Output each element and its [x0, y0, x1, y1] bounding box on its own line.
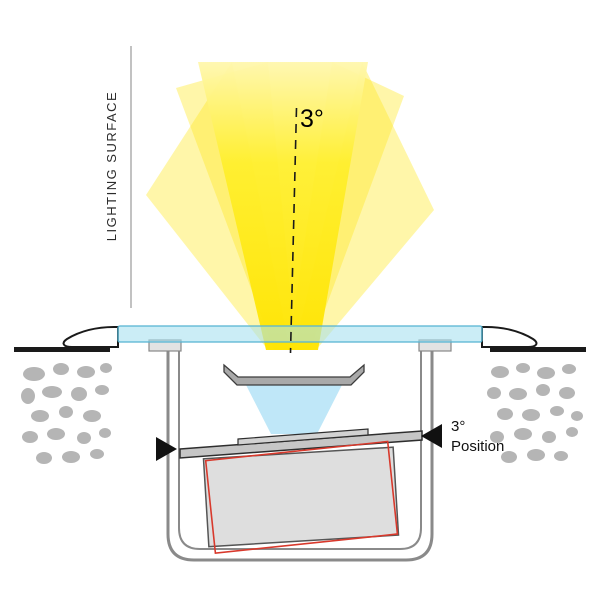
housing-outer-wall — [166, 346, 434, 562]
lamp-body — [202, 446, 400, 548]
ground-left — [14, 347, 110, 352]
position-label-line1: 3° — [451, 418, 465, 435]
dashed-aim-line — [289, 107, 298, 354]
beam-main-fan — [198, 62, 368, 350]
tilt-arrow-right — [421, 424, 442, 448]
lens-dish — [223, 363, 365, 386]
glass-cover — [117, 325, 483, 343]
lighting-surface-label: LIGHTING SURFACE — [104, 91, 119, 241]
housing-inner-wall — [178, 346, 422, 550]
plate-bracket — [237, 428, 369, 446]
light-cone — [245, 383, 343, 434]
beam-angle-label: 3° — [300, 105, 324, 133]
paver-edge-left — [62, 326, 119, 348]
ground-right — [490, 347, 586, 352]
tilt-arrow-left — [156, 437, 177, 461]
soil-stones-left — [21, 363, 112, 464]
position-label-line2: Position — [451, 438, 504, 455]
soil-stones-right — [487, 363, 583, 463]
lamp-body-red-outline — [204, 440, 399, 555]
paver-edge-right — [481, 326, 538, 348]
